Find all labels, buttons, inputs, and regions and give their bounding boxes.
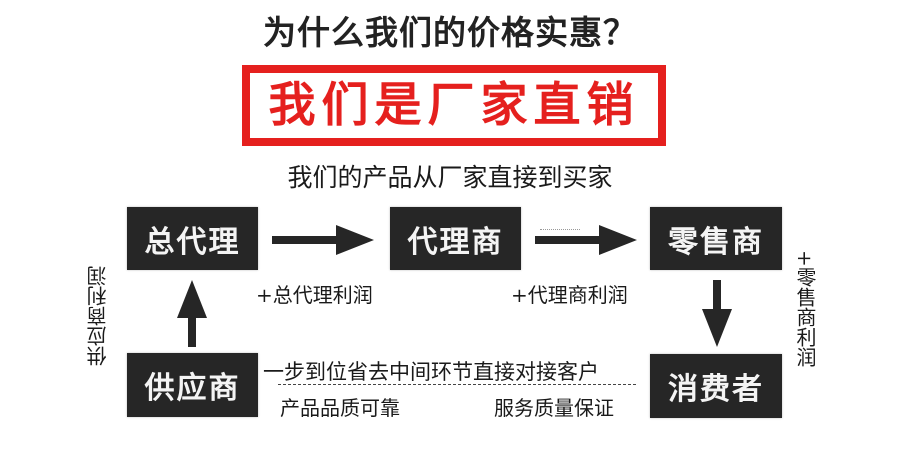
node-agent: 代理商 [390,207,521,270]
arrow-up-icon [177,280,207,347]
supplier-profit-label: 供应商利润 [86,266,110,366]
factory-direct-banner: 我们是厂家直销 [242,65,666,146]
node-label: 总代理 [144,224,241,260]
dotted-divider [540,229,580,230]
quality-label: 产品品质可靠 [280,396,400,420]
retailer-profit-label: +零售商利润 [793,250,817,367]
node-label: 零售商 [668,224,764,260]
node-consumer: 消费者 [650,354,782,418]
arrow-right-icon [535,225,637,255]
direct-line-label: 一步到位省去中间环节直接对接客户 [263,360,599,384]
service-label: 服务质量保证 [494,396,614,420]
node-label: 代理商 [407,224,504,260]
node-label: 消费者 [668,372,764,407]
page-title: 为什么我们的价格实惠？ [263,13,637,52]
node-general-agent: 总代理 [127,207,258,270]
subtitle: 我们的产品从厂家直接到买家 [287,163,613,192]
banner-text: 我们是厂家直销 [268,78,640,133]
node-supplier: 供应商 [127,353,258,417]
dashed-divider [278,384,636,385]
agent-profit-label: +代理商利润 [511,283,628,307]
arrow-right-icon [272,225,374,255]
node-label: 供应商 [144,371,241,406]
node-retailer: 零售商 [650,207,782,270]
general-agent-profit-label: +总代理利润 [256,283,373,307]
arrow-down-icon [702,280,732,347]
